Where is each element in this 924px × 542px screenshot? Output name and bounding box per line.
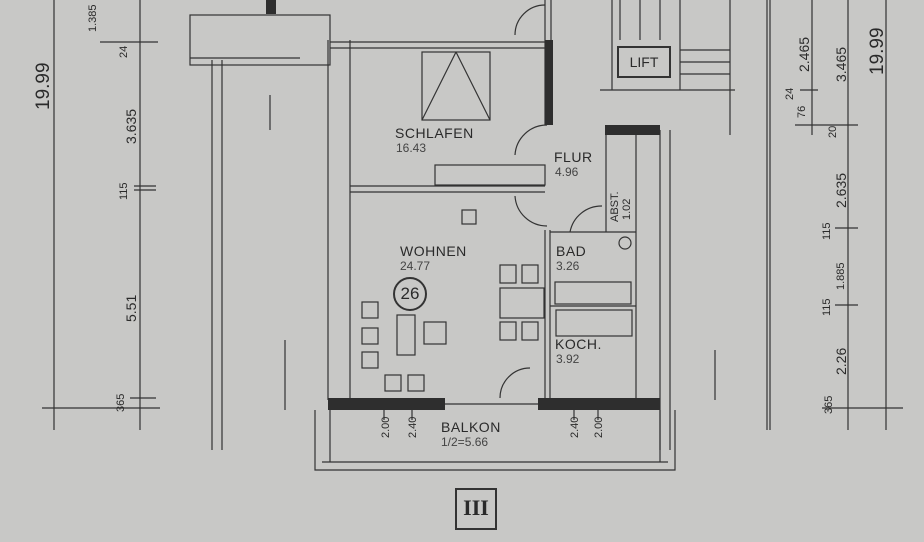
left-dimension-6: 365 (115, 393, 127, 412)
room-abst-label: ABST. (609, 191, 621, 222)
window-dim-2: 2.40 (407, 416, 419, 438)
room-flur-area: 4.96 (555, 165, 579, 179)
room-koch-area: 3.92 (556, 352, 580, 366)
room-schlafen-area: 16.43 (396, 141, 427, 155)
room-bad-label: BAD (556, 243, 587, 259)
right-dimension-a3: 76 (796, 105, 808, 118)
right-total-dimension: 19.99 (867, 27, 888, 75)
room-schlafen-label: SCHLAFEN (395, 125, 474, 141)
room-balkon-label: BALKON (441, 419, 501, 435)
left-total-dimension: 19.99 (33, 62, 54, 110)
right-dimension-a1: 2.465 (796, 36, 812, 72)
window-dim-3: 2.40 (569, 416, 581, 438)
right-dimension-b7: 2.26 (833, 347, 849, 375)
left-dimension-5: 5.51 (123, 294, 139, 322)
room-wohnen-label: WOHNEN (400, 243, 467, 259)
room-bad-area: 3.26 (556, 259, 580, 273)
right-dimension-b5: 1.885 (835, 262, 847, 290)
apartment-number-badge: 26 (393, 277, 427, 311)
window-dim-1: 2.00 (380, 416, 392, 438)
room-wohnen-area: 24.77 (400, 259, 431, 273)
right-dimension-b6: 115 (821, 298, 833, 316)
left-dimension-4: 115 (118, 182, 130, 200)
left-dimension-1: 1.385 (87, 4, 99, 32)
right-dimension-b3: 2.635 (833, 172, 849, 208)
window-dim-4: 2.00 (593, 416, 605, 438)
right-dimension-b4: 115 (821, 222, 833, 240)
right-dimension-a2: 24 (784, 87, 796, 100)
left-dimension-3: 3.635 (123, 108, 139, 144)
left-dimension-2: 24 (118, 45, 130, 58)
room-flur-label: FLUR (554, 149, 593, 165)
sheet-mark: III (455, 488, 497, 530)
room-koch-label: KOCH. (555, 336, 602, 352)
right-dimension-b8: 365 (823, 395, 835, 414)
right-dimension-b2: 20 (827, 125, 839, 138)
right-dimension-b1: 3.465 (833, 46, 849, 82)
room-balkon-area: 1/2=5.66 (441, 435, 489, 449)
lift-label: LIFT (617, 46, 671, 78)
room-abst-area: 1.02 (621, 198, 633, 220)
